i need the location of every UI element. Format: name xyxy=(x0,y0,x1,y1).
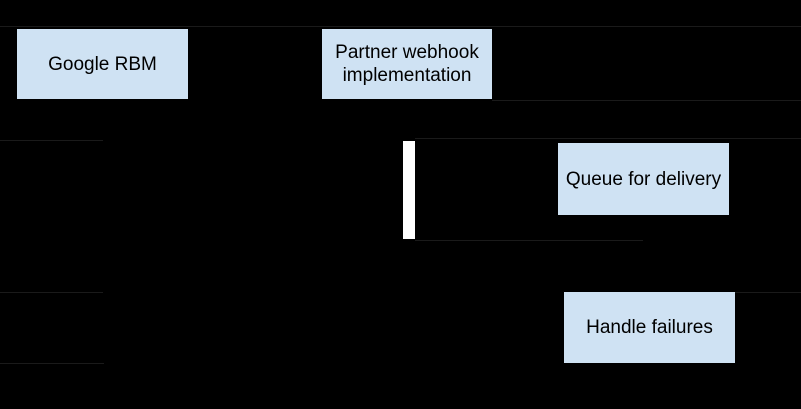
faint-connector-line-right-upper xyxy=(492,100,801,101)
node-google-rbm: Google RBM xyxy=(17,29,188,99)
faint-connector-line-left-lower xyxy=(0,363,104,364)
activation-bar xyxy=(403,141,415,239)
faint-connector-line-left-middle xyxy=(0,292,103,293)
node-queue-for-delivery-label: Queue for delivery xyxy=(565,168,722,190)
node-google-rbm-label: Google RBM xyxy=(48,53,157,75)
faint-connector-line-return xyxy=(415,240,643,241)
node-handle-failures: Handle failures xyxy=(564,292,735,363)
node-partner-webhook: Partner webhook implementation xyxy=(322,29,492,99)
faint-connector-line-top xyxy=(0,26,801,27)
faint-connector-line-left-upper xyxy=(0,140,103,141)
node-handle-failures-label: Handle failures xyxy=(586,317,713,338)
faint-connector-line-right-lower xyxy=(735,292,801,293)
faint-connector-line-to-queue xyxy=(415,138,801,139)
node-queue-for-delivery: Queue for delivery xyxy=(558,143,729,215)
node-partner-webhook-label: Partner webhook implementation xyxy=(335,42,479,86)
